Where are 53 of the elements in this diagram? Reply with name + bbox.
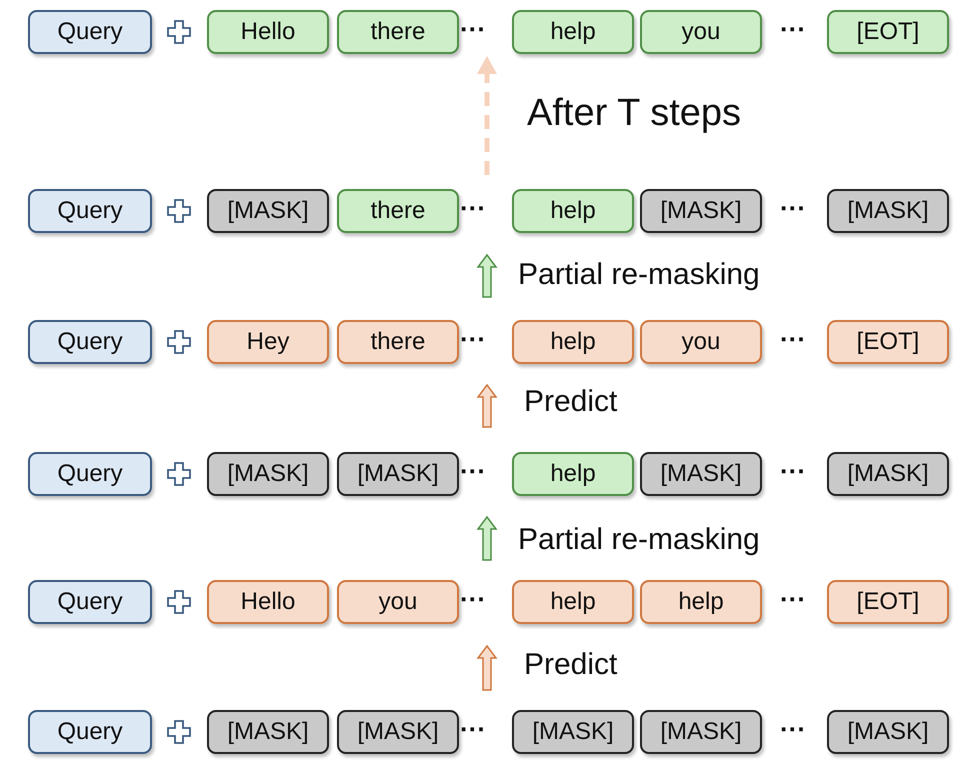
mask-token-box: [MASK] [337,452,459,496]
mask-token-box: [MASK] [207,452,329,496]
predicted-token-box: help [640,580,762,624]
token-box: help [512,189,634,233]
ellipsis-text: ··· [780,456,806,487]
ellipsis-text: ··· [780,14,806,45]
mask-token-box: [MASK] [640,189,762,233]
token-box: help [512,452,634,496]
token-box: [EOT] [827,10,949,54]
ellipsis-text: ··· [460,14,486,45]
mask-token-box: [MASK] [827,710,949,754]
query-box: Query [28,320,152,364]
query-box: Query [28,452,152,496]
predicted-token-box: Hey [207,320,329,364]
ellipsis-text: ··· [460,456,486,487]
predicted-token-box: help [512,580,634,624]
mask-token-box: [MASK] [827,452,949,496]
query-box: Query [28,580,152,624]
predicted-token-box: [EOT] [827,320,949,364]
ellipsis-text: ··· [460,584,486,615]
token-box: help [512,10,634,54]
query-box: Query [28,10,152,54]
mask-token-box: [MASK] [827,189,949,233]
mask-token-box: [MASK] [512,710,634,754]
mask-token-box: [MASK] [337,710,459,754]
ellipsis-text: ··· [460,193,486,224]
ellipsis-text: ··· [780,193,806,224]
query-box: Query [28,710,152,754]
predicted-token-box: you [640,320,762,364]
step-label: Predict [524,385,618,419]
token-box: you [640,10,762,54]
mask-token-box: [MASK] [640,710,762,754]
predicted-token-box: you [337,580,459,624]
token-box: there [337,10,459,54]
step-label: Partial re-masking [518,523,760,557]
ellipsis-text: ··· [460,324,486,355]
predicted-token-box: there [337,320,459,364]
token-box: Hello [207,10,329,54]
ellipsis-text: ··· [780,324,806,355]
mask-token-box: [MASK] [640,452,762,496]
mask-token-box: [MASK] [207,189,329,233]
ellipsis-text: ··· [460,714,486,745]
ellipsis-text: ··· [780,714,806,745]
ellipsis-text: ··· [780,584,806,615]
step-label: Predict [524,648,618,682]
mask-token-box: [MASK] [207,710,329,754]
token-box: there [337,189,459,233]
query-box: Query [28,189,152,233]
predicted-token-box: [EOT] [827,580,949,624]
predicted-token-box: help [512,320,634,364]
step-label: After T steps [527,92,742,135]
predicted-token-box: Hello [207,580,329,624]
step-label: Partial re-masking [518,258,760,292]
